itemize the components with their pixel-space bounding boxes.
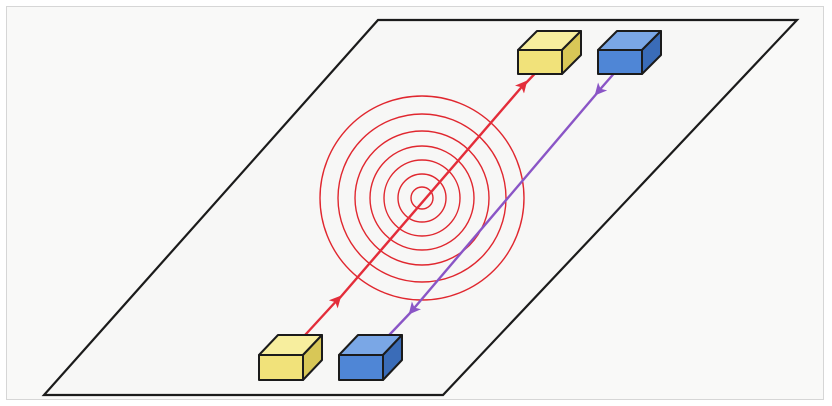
ground-plane <box>44 20 797 395</box>
yellow-block-bottom-front <box>259 355 303 380</box>
blue-block-bottom-front <box>339 355 383 380</box>
blue-block-top-front <box>598 50 642 74</box>
yellow-block-top-front <box>518 50 562 74</box>
